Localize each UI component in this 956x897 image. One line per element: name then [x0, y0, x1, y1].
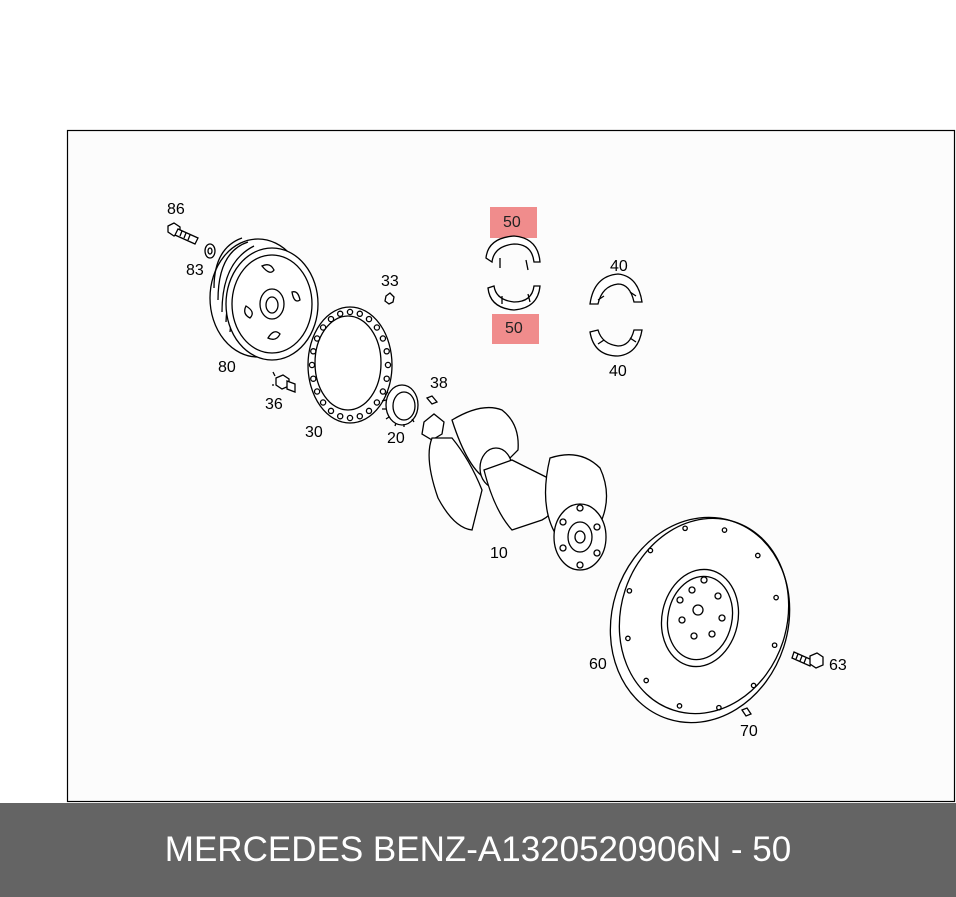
- ring-hole: [383, 348, 390, 355]
- label-50-bottom: 50: [505, 320, 523, 337]
- pin-38-icon: [425, 395, 439, 405]
- label-83: 83: [186, 262, 204, 279]
- ring-hole: [346, 308, 354, 316]
- ring-hole: [379, 388, 387, 395]
- label-33: 33: [381, 273, 399, 290]
- ring-hole: [313, 335, 321, 342]
- flywheel-hole: [647, 547, 654, 554]
- reluctor-ring-30-icon: [307, 306, 393, 424]
- ring-hole: [383, 375, 390, 382]
- flywheel-hole: [750, 682, 757, 689]
- flywheel-hole: [754, 552, 761, 559]
- label-10: 10: [490, 545, 508, 562]
- brand-name: MERCEDES BENZ: [164, 830, 467, 869]
- bolt-36-icon: [275, 374, 296, 393]
- thrust-washer-40-lower-icon: [589, 329, 643, 357]
- ring-hole: [365, 315, 373, 323]
- thrust-washer-40-upper-icon: [589, 273, 643, 305]
- flywheel-hole: [773, 594, 779, 601]
- label-30: 30: [305, 424, 323, 441]
- ring-hole: [327, 407, 335, 415]
- bolt-63-icon: [791, 651, 824, 669]
- ring-hole: [319, 324, 327, 331]
- flywheel-hole: [682, 525, 688, 532]
- ring-hole: [308, 361, 316, 369]
- ring-hole: [379, 335, 387, 342]
- label-40-top: 40: [610, 258, 628, 275]
- label-50-top: 50: [503, 214, 521, 231]
- label-63: 63: [829, 657, 847, 674]
- label-38: 38: [430, 375, 448, 392]
- flywheel-hole: [721, 527, 728, 533]
- flywheel-hole: [676, 703, 683, 709]
- footer-caption: MERCEDES BENZ - A1320520906 N - 50: [0, 803, 956, 897]
- highlight-50-top: [490, 207, 537, 238]
- pulley-80-icon: [209, 237, 319, 361]
- ring-hole: [336, 310, 344, 318]
- label-20: 20: [387, 430, 405, 447]
- ring-hole: [313, 388, 321, 395]
- bearing-shell-50-lower-icon: [487, 285, 541, 311]
- ring-hole: [384, 361, 392, 369]
- ring-hole: [327, 315, 335, 323]
- pin-70-icon: [741, 707, 752, 717]
- separator: -: [466, 830, 478, 869]
- crankshaft-10-icon: [421, 406, 608, 571]
- highlight-50-bottom: [492, 314, 539, 344]
- bolt-86-icon: [167, 222, 199, 245]
- footer-bar: MERCEDES BENZ - A1320520906 N - 50: [0, 803, 956, 897]
- position-ref: N - 50: [695, 830, 792, 869]
- ring-hole: [365, 407, 373, 415]
- ring-hole: [373, 399, 381, 406]
- flywheel-hole: [643, 677, 650, 684]
- label-60: 60: [589, 656, 607, 673]
- flywheel-hole: [716, 704, 722, 711]
- flywheel-60-icon: [609, 516, 791, 724]
- label-36: 36: [265, 396, 283, 413]
- ring-hole: [356, 412, 364, 420]
- label-80: 80: [218, 359, 236, 376]
- key-33-icon: [384, 292, 395, 305]
- ring-hole: [373, 324, 381, 331]
- ring-hole: [319, 399, 327, 406]
- label-86: 86: [167, 201, 185, 218]
- ring-hole: [310, 375, 317, 382]
- flywheel-hole: [625, 635, 631, 642]
- ring-hole: [310, 348, 317, 355]
- flywheel-hole: [771, 642, 778, 649]
- washer-83-icon: [204, 243, 216, 259]
- ring-hole: [346, 414, 354, 422]
- bearing-shell-50-upper-icon: [485, 235, 541, 271]
- label-70: 70: [740, 723, 758, 740]
- flywheel-hole: [626, 587, 633, 594]
- sprocket-20-icon: [381, 384, 419, 427]
- ring-hole: [356, 310, 364, 318]
- label-40-bottom: 40: [609, 363, 627, 380]
- part-number: A1320520906: [477, 830, 696, 869]
- ring-hole: [336, 412, 344, 420]
